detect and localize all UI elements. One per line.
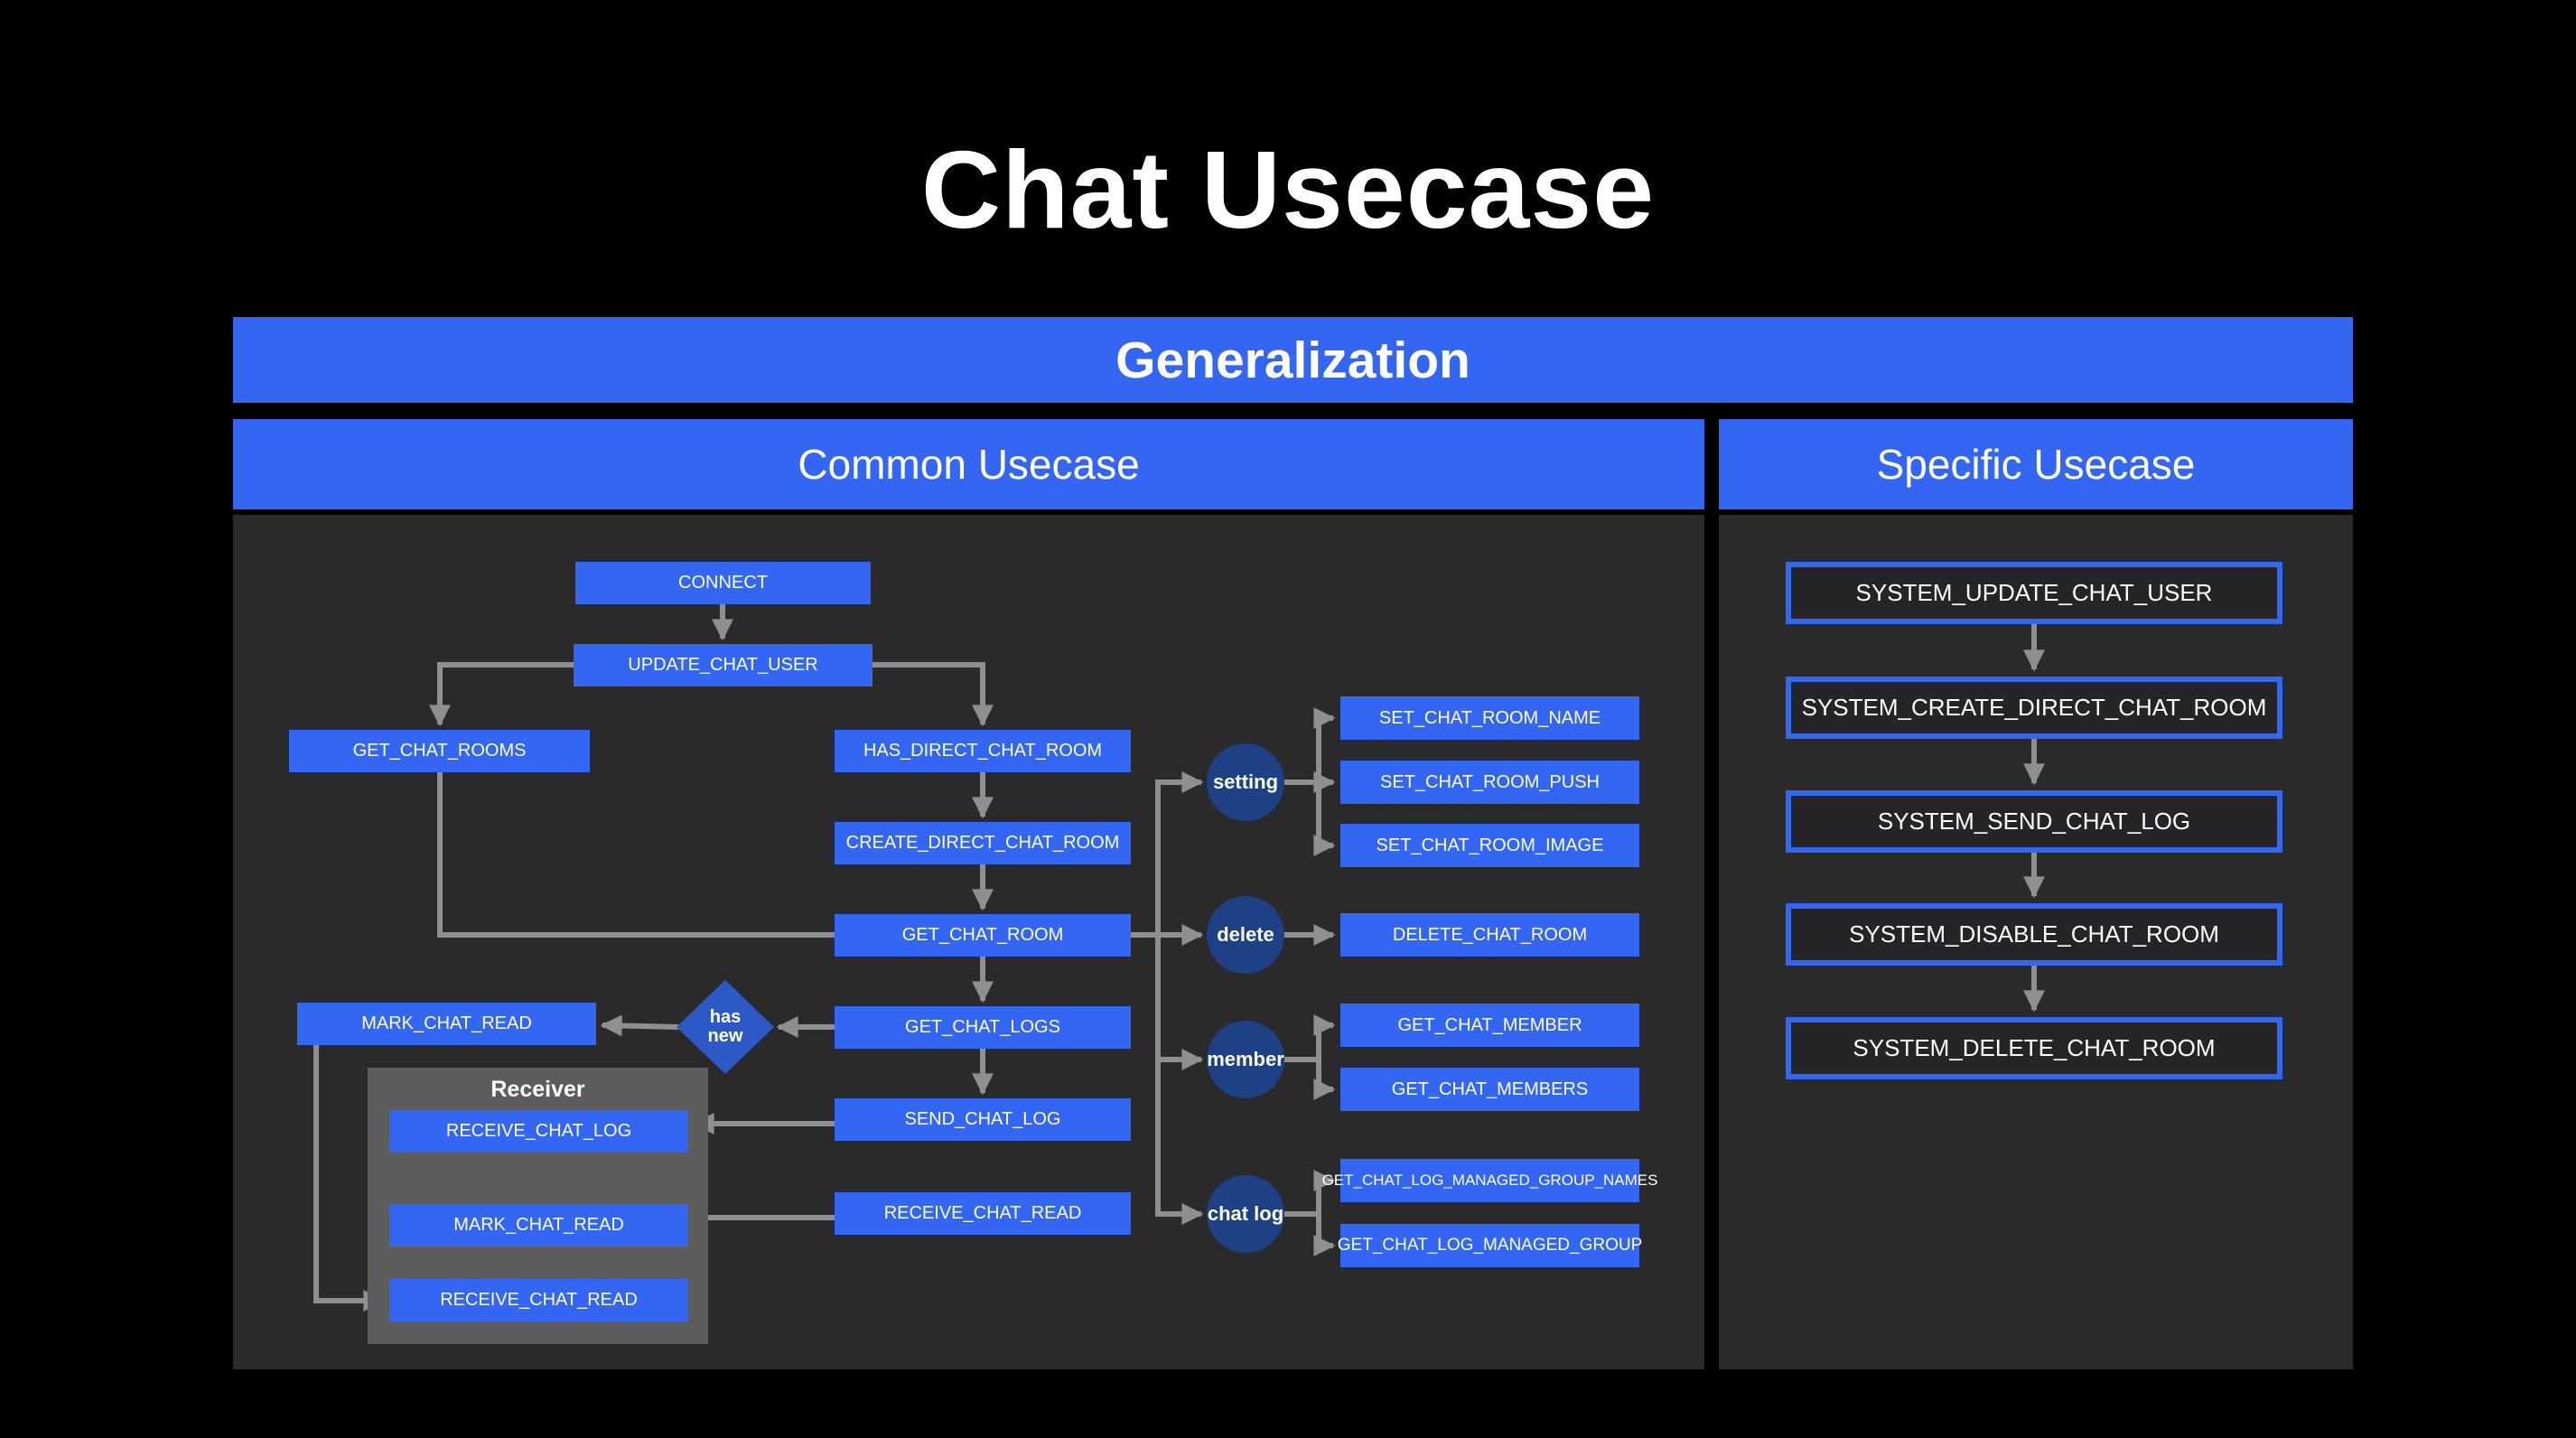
node-get-chat-room: GET_CHAT_ROOM: [835, 914, 1131, 957]
common-usecase-header: Common Usecase: [233, 419, 1704, 509]
node-system-disable-chat-room: SYSTEM_DISABLE_CHAT_ROOM: [1786, 903, 2282, 966]
node-get-chat-log-managed-group: GET_CHAT_LOG_MANAGED_GROUP: [1338, 1224, 1642, 1267]
category-member: member: [1207, 1021, 1284, 1098]
node-system-delete-chat-room: SYSTEM_DELETE_CHAT_ROOM: [1786, 1017, 2282, 1079]
node-set-chat-room-name: SET_CHAT_ROOM_NAME: [1340, 696, 1639, 740]
node-system-update-chat-user: SYSTEM_UPDATE_CHAT_USER: [1786, 562, 2282, 624]
node-get-chat-members: GET_CHAT_MEMBERS: [1340, 1068, 1639, 1111]
node-has-direct-chat-room: HAS_DIRECT_CHAT_ROOM: [835, 730, 1131, 772]
node-receiver-receive-chat-read: RECEIVE_CHAT_READ: [389, 1279, 688, 1321]
node-get-chat-rooms: GET_CHAT_ROOMS: [289, 730, 590, 772]
has-new-label: has new: [707, 1007, 743, 1046]
specific-usecase-header: Specific Usecase: [1719, 419, 2353, 509]
category-delete: delete: [1207, 896, 1284, 974]
node-receiver-mark-chat-read: MARK_CHAT_READ: [389, 1204, 688, 1247]
node-send-chat-log: SEND_CHAT_LOG: [835, 1098, 1131, 1141]
receiver-title: Receiver: [490, 1077, 585, 1102]
node-mark-chat-read: MARK_CHAT_READ: [297, 1003, 596, 1045]
node-update-chat-user: UPDATE_CHAT_USER: [574, 644, 873, 686]
node-create-direct-chat-room: CREATE_DIRECT_CHAT_ROOM: [835, 822, 1131, 864]
node-set-chat-room-push: SET_CHAT_ROOM_PUSH: [1340, 761, 1639, 804]
node-get-chat-log-managed-group-names: GET_CHAT_LOG_MANAGED_GROUP_NAMES: [1322, 1159, 1657, 1202]
node-system-create-direct-chat-room: SYSTEM_CREATE_DIRECT_CHAT_ROOM: [1786, 677, 2282, 739]
node-delete-chat-room: DELETE_CHAT_ROOM: [1340, 913, 1639, 957]
node-receiver-receive-chat-log: RECEIVE_CHAT_LOG: [389, 1110, 688, 1153]
node-get-chat-logs: GET_CHAT_LOGS: [835, 1006, 1131, 1049]
has-new-diamond: [677, 980, 774, 1074]
node-get-chat-member: GET_CHAT_MEMBER: [1340, 1004, 1639, 1047]
node-set-chat-room-image: SET_CHAT_ROOM_IMAGE: [1340, 824, 1639, 867]
page-title: Chat Usecase: [920, 128, 1656, 251]
node-connect: CONNECT: [575, 562, 871, 604]
category-setting: setting: [1207, 743, 1284, 821]
category-chat-log: chat log: [1207, 1175, 1284, 1253]
generalization-banner: Generalization: [233, 317, 2353, 403]
node-system-send-chat-log: SYSTEM_SEND_CHAT_LOG: [1786, 790, 2282, 853]
node-receive-chat-read: RECEIVE_CHAT_READ: [835, 1192, 1131, 1235]
